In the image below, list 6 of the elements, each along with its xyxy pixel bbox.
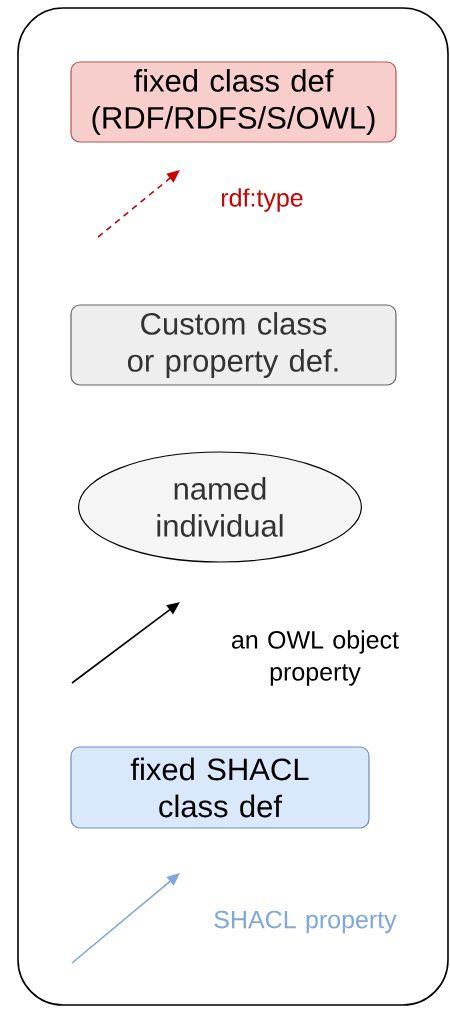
legend-label: SHACL property bbox=[214, 910, 397, 934]
class-box: Custom class or property def. bbox=[70, 304, 397, 386]
class-box: fixed class def (RDF/RDFS/S/OWL) bbox=[70, 61, 397, 143]
legend-label: rdf:type bbox=[221, 188, 303, 212]
class-box: fixed SHACL class def bbox=[70, 746, 370, 829]
legend-label: an OWL object property bbox=[232, 630, 399, 686]
